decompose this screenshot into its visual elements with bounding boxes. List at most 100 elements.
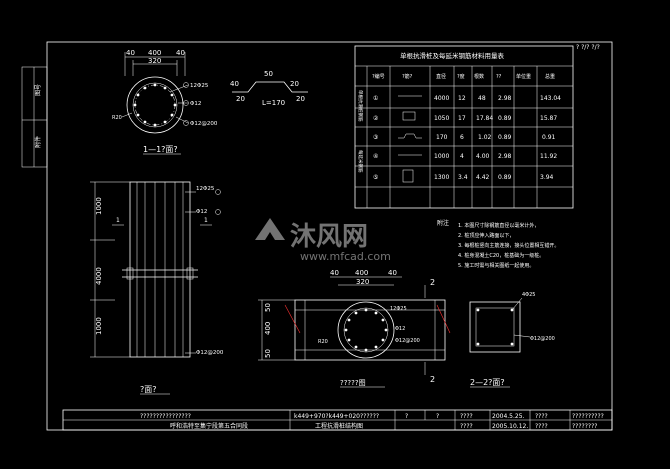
elev-callout-phi12: Φ12 [196,209,207,215]
cell: 170 [436,134,448,141]
cell: 2.98 [498,153,512,160]
tb-r1-c1: ???????????????? [140,413,191,420]
label-r20: R20 [112,115,122,121]
cell: ③ [373,134,378,141]
note-5: 5. 施工时需与相关图纸一起使用。 [458,262,534,269]
elev-dim-4000: 4000 [95,267,103,285]
cell: 143.04 [540,95,561,102]
left-strip [21,66,48,168]
cell: 0.89 [498,134,512,141]
hook-length: L=170 [262,99,285,107]
plan-dim-40a: 40 [330,269,339,277]
th-len: ?度 [457,73,465,80]
table-title: 单根抗滑桩及每延米钢筋材料用量表 [400,51,505,60]
note-3: 3. 每根桩竖向主筋连接，接头位置相互错开。 [458,242,559,249]
cell: 0.89 [498,115,512,122]
left-strip-label-bottom: 附件 [34,136,42,148]
th-unit-wt: 单位重 [516,73,531,80]
cell: ⑤ [373,174,378,181]
section-2-2: 4Φ25 Φ12@200 2—2?面? [469,292,555,388]
dim-40-right: 40 [176,49,185,57]
s22-callout-4phi25: 4Φ25 [522,292,535,298]
section-mark-1-right: 1 [204,217,208,224]
watermark-url: www.mfcad.com [300,250,391,263]
th-number: ?编号 [372,73,385,80]
pile-outer-circle [126,76,184,134]
group-label-pile: 单根抗滑桩钢筋 [357,90,364,122]
cell: ② [373,115,379,122]
elev-dim-1000-bottom: 1000 [95,317,103,335]
elevation-view: 1000 4000 1000 1 1 12Φ25 Φ12 Φ12@200 ?面? [90,181,224,395]
tb-r1-c4: ? [436,413,439,420]
note-4: 4. 桩身混凝土C20，桩基础为一级桩。 [458,252,544,259]
section-mark-2-top: 2 [430,278,435,287]
cell: 1300 [434,174,449,181]
callout-phi12-200: Φ12@200 [190,121,218,127]
cell: 0.89 [498,174,512,181]
note-2: 2. 桩顶应伸入路面以下， [458,232,514,239]
cell: ① [373,95,378,102]
caption-section-1-1: 1—1?面? [143,145,178,154]
tb-r2-c5: ???? [535,423,548,430]
rebar-dots [133,83,177,127]
cell: 6 [460,134,464,141]
dim-320: 320 [148,57,161,65]
elev-callout-phi12-200: Φ12@200 [196,350,224,356]
table-row-4: ④ 1000 4 4.00 2.98 11.92 [373,153,557,160]
watermark-logo-icon [255,218,285,240]
cell: 17 [458,115,466,122]
elev-callout-12phi25: 12Φ25 [196,186,215,192]
tb-r2-c6: ???????? [572,423,597,430]
cell: 3.94 [540,174,554,181]
table-row-2: ② 1050 17 17.84 0.89 15.87 [373,111,557,122]
plan-dim-40b: 40 [388,269,397,277]
section-1-1: 40 400 40 320 12Φ25 Φ12 Φ12@200 R20 1—1?… [112,49,218,155]
cell: 48 [478,95,486,102]
cell: 2.98 [498,95,512,102]
table-row-5: ⑤ 1300 3.4 4.42 0.89 3.94 [373,169,554,183]
th-total-wt: 总重 [545,73,555,80]
hook-dim-40: 40 [230,80,239,88]
hook-dim-20c: 20 [296,95,305,103]
tb-r2-c1: 呼和浩特至集宁段第五合同段 [170,422,248,430]
section-mark-2-bottom: 2 [430,375,435,384]
hook-dim-20b: 20 [236,95,245,103]
cell: ④ [373,153,378,160]
plan-dim-320: 320 [356,278,369,286]
plan-dim-400: 400 [355,269,368,277]
left-strip-label-top: 图号 [35,84,42,96]
plan-callout-12phi25: 12Φ25 [390,306,407,312]
hook-detail: 40 50 20 20 20 L=170 [230,70,308,107]
cell: 17.84 [476,115,493,122]
tb-r1-c3: ? [405,413,408,420]
callout-phi12: Φ12 [190,101,201,107]
cell: 11.92 [540,153,557,160]
hook-dim-50: 50 [264,70,273,78]
cell: 4.42 [476,174,490,181]
plan-callout-phi12: Φ12 [395,326,405,332]
table-row-1: ① 4000 12 48 2.98 143.04 [373,95,561,102]
watermark: 沐风网 www.mfcad.com [255,218,391,263]
cell: 15.87 [540,115,557,122]
s22-callout-phi12-200: Φ12@200 [530,336,555,342]
cell: 0.91 [542,134,556,141]
tb-r2-c3: ???? [460,423,473,430]
tb-r1-c7: 2004.5.25. [492,413,525,420]
cell: 4000 [434,95,449,102]
th-dia: 直径 [436,73,446,80]
caption-plan-section: ?????图 [340,379,366,387]
th-total-len: ?? [496,74,502,80]
caption-section-2-2: 2—2?面? [470,378,505,387]
plan-dim-50b: 50 [264,349,272,358]
note-1: 1. 本图尺寸除钢筋直径以毫米计外， [458,222,539,229]
cell: 4.00 [476,153,490,160]
watermark-brand: 沐风网 [290,222,368,252]
elev-dim-1000-top: 1000 [95,197,103,215]
corner-marks: ? ?/? ?/? [576,44,600,51]
plan-dim-50a: 50 [264,303,272,312]
tb-r2-c2: 工程抗滑桩结构图 [315,422,363,430]
callout-12phi25: 12Φ25 [190,83,209,89]
table-row-3: ③ 170 6 1.02 0.89 0.91 [373,133,556,141]
pile-spiral-circle [132,82,178,128]
